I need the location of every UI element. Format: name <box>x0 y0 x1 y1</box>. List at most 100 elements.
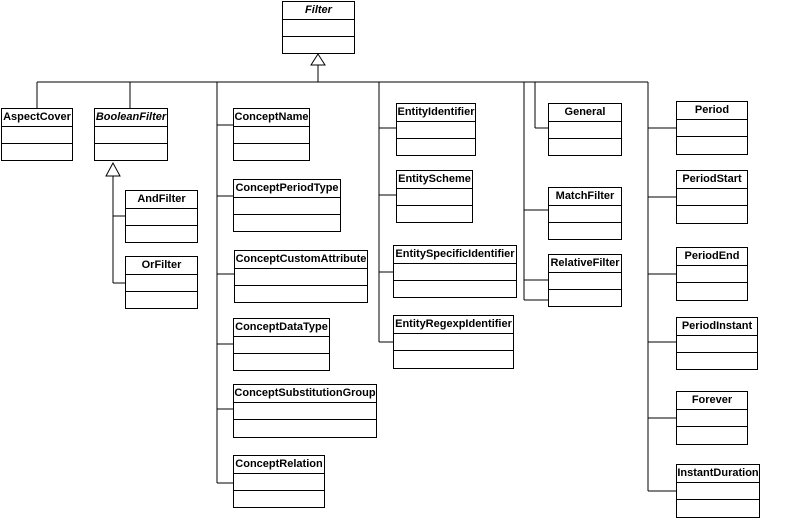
operations-compartment <box>126 292 197 309</box>
class-name: PeriodEnd <box>677 248 747 266</box>
attributes-compartment <box>397 122 475 139</box>
generalization-arrowhead <box>105 161 121 177</box>
class-instant-duration: InstantDuration <box>676 464 760 518</box>
class-concept-substitution-group: ConceptSubstitutionGroup <box>233 384 377 438</box>
operations-compartment <box>234 420 376 437</box>
class-entity-scheme: EntityScheme <box>396 170 473 223</box>
operations-compartment <box>234 215 340 232</box>
class-name: EntitySpecificIdentifier <box>394 246 516 264</box>
class-forever: Forever <box>676 391 748 445</box>
class-match-filter: MatchFilter <box>548 187 622 240</box>
class-period-end: PeriodEnd <box>676 247 748 301</box>
operations-compartment <box>677 206 747 223</box>
attributes-compartment <box>234 474 324 491</box>
attributes-compartment <box>234 198 340 215</box>
attributes-compartment <box>677 483 759 500</box>
operations-compartment <box>549 139 621 156</box>
attributes-compartment <box>677 120 747 137</box>
class-name: OrFilter <box>126 257 197 275</box>
class-name: BooleanFilter <box>95 109 167 127</box>
attributes-compartment <box>283 20 354 37</box>
attributes-compartment <box>549 122 621 139</box>
generalization-arrowhead <box>310 53 326 66</box>
operations-compartment <box>235 286 367 303</box>
attributes-compartment <box>2 127 72 144</box>
operations-compartment <box>397 206 472 223</box>
class-name: MatchFilter <box>549 188 621 206</box>
operations-compartment <box>234 354 329 371</box>
attributes-compartment <box>234 403 376 420</box>
operations-compartment <box>677 283 747 300</box>
attributes-compartment <box>549 273 621 290</box>
class-name: ConceptSubstitutionGroup <box>234 385 376 403</box>
class-entity-identifier: EntityIdentifier <box>396 103 476 156</box>
attributes-compartment <box>126 275 197 292</box>
class-concept-period-type: ConceptPeriodType <box>233 179 341 232</box>
class-name: Forever <box>677 392 747 410</box>
class-and-filter: AndFilter <box>125 190 198 243</box>
attributes-compartment <box>677 336 757 353</box>
class-filter: Filter <box>282 1 355 54</box>
attributes-compartment <box>394 334 513 351</box>
attributes-compartment <box>235 269 367 286</box>
operations-compartment <box>397 139 475 156</box>
class-name: PeriodInstant <box>677 318 757 336</box>
operations-compartment <box>2 144 72 161</box>
operations-compartment <box>549 223 621 240</box>
class-period-instant: PeriodInstant <box>676 317 758 370</box>
operations-compartment <box>234 491 324 508</box>
attributes-compartment <box>394 264 516 281</box>
class-boolean-filter: BooleanFilter <box>94 108 168 161</box>
class-concept-data-type: ConceptDataType <box>233 318 330 371</box>
operations-compartment <box>394 351 513 368</box>
class-concept-name: ConceptName <box>233 108 310 161</box>
class-name: EntityScheme <box>397 171 472 189</box>
operations-compartment <box>677 427 747 444</box>
class-name: Period <box>677 102 747 120</box>
class-name: AndFilter <box>126 191 197 209</box>
operations-compartment <box>549 290 621 307</box>
operations-compartment <box>677 353 757 370</box>
class-concept-relation: ConceptRelation <box>233 455 325 508</box>
operations-compartment <box>234 144 309 161</box>
class-aspect-cover: AspectCover <box>1 108 73 161</box>
class-name: ConceptPeriodType <box>234 180 340 198</box>
attributes-compartment <box>397 189 472 206</box>
operations-compartment <box>677 137 747 154</box>
attributes-compartment <box>677 266 747 283</box>
class-period-start: PeriodStart <box>676 170 748 224</box>
attributes-compartment <box>677 410 747 427</box>
operations-compartment <box>95 144 167 161</box>
class-name: EntityRegexpIdentifier <box>394 316 513 334</box>
class-entity-regexp-identifier: EntityRegexpIdentifier <box>393 315 514 369</box>
class-name: ConceptName <box>234 109 309 127</box>
class-name: ConceptDataType <box>234 319 329 337</box>
class-concept-custom-attribute: ConceptCustomAttribute <box>234 250 368 303</box>
class-period: Period <box>676 101 748 155</box>
class-entity-specific-identifier: EntitySpecificIdentifier <box>393 245 517 298</box>
attributes-compartment <box>677 189 747 206</box>
class-name: PeriodStart <box>677 171 747 189</box>
operations-compartment <box>677 500 759 517</box>
class-name: RelativeFilter <box>549 255 621 273</box>
class-general: General <box>548 103 622 156</box>
class-name: ConceptRelation <box>234 456 324 474</box>
class-relative-filter: RelativeFilter <box>548 254 622 307</box>
operations-compartment <box>126 226 197 243</box>
attributes-compartment <box>95 127 167 144</box>
class-name: Filter <box>283 2 354 20</box>
attributes-compartment <box>234 337 329 354</box>
attributes-compartment <box>126 209 197 226</box>
class-name: EntityIdentifier <box>397 104 475 122</box>
class-name: AspectCover <box>2 109 72 127</box>
class-or-filter: OrFilter <box>125 256 198 309</box>
operations-compartment <box>394 281 516 298</box>
operations-compartment <box>283 37 354 54</box>
class-name: InstantDuration <box>677 465 759 483</box>
attributes-compartment <box>549 206 621 223</box>
attributes-compartment <box>234 127 309 144</box>
class-name: General <box>549 104 621 122</box>
class-name: ConceptCustomAttribute <box>235 251 367 269</box>
